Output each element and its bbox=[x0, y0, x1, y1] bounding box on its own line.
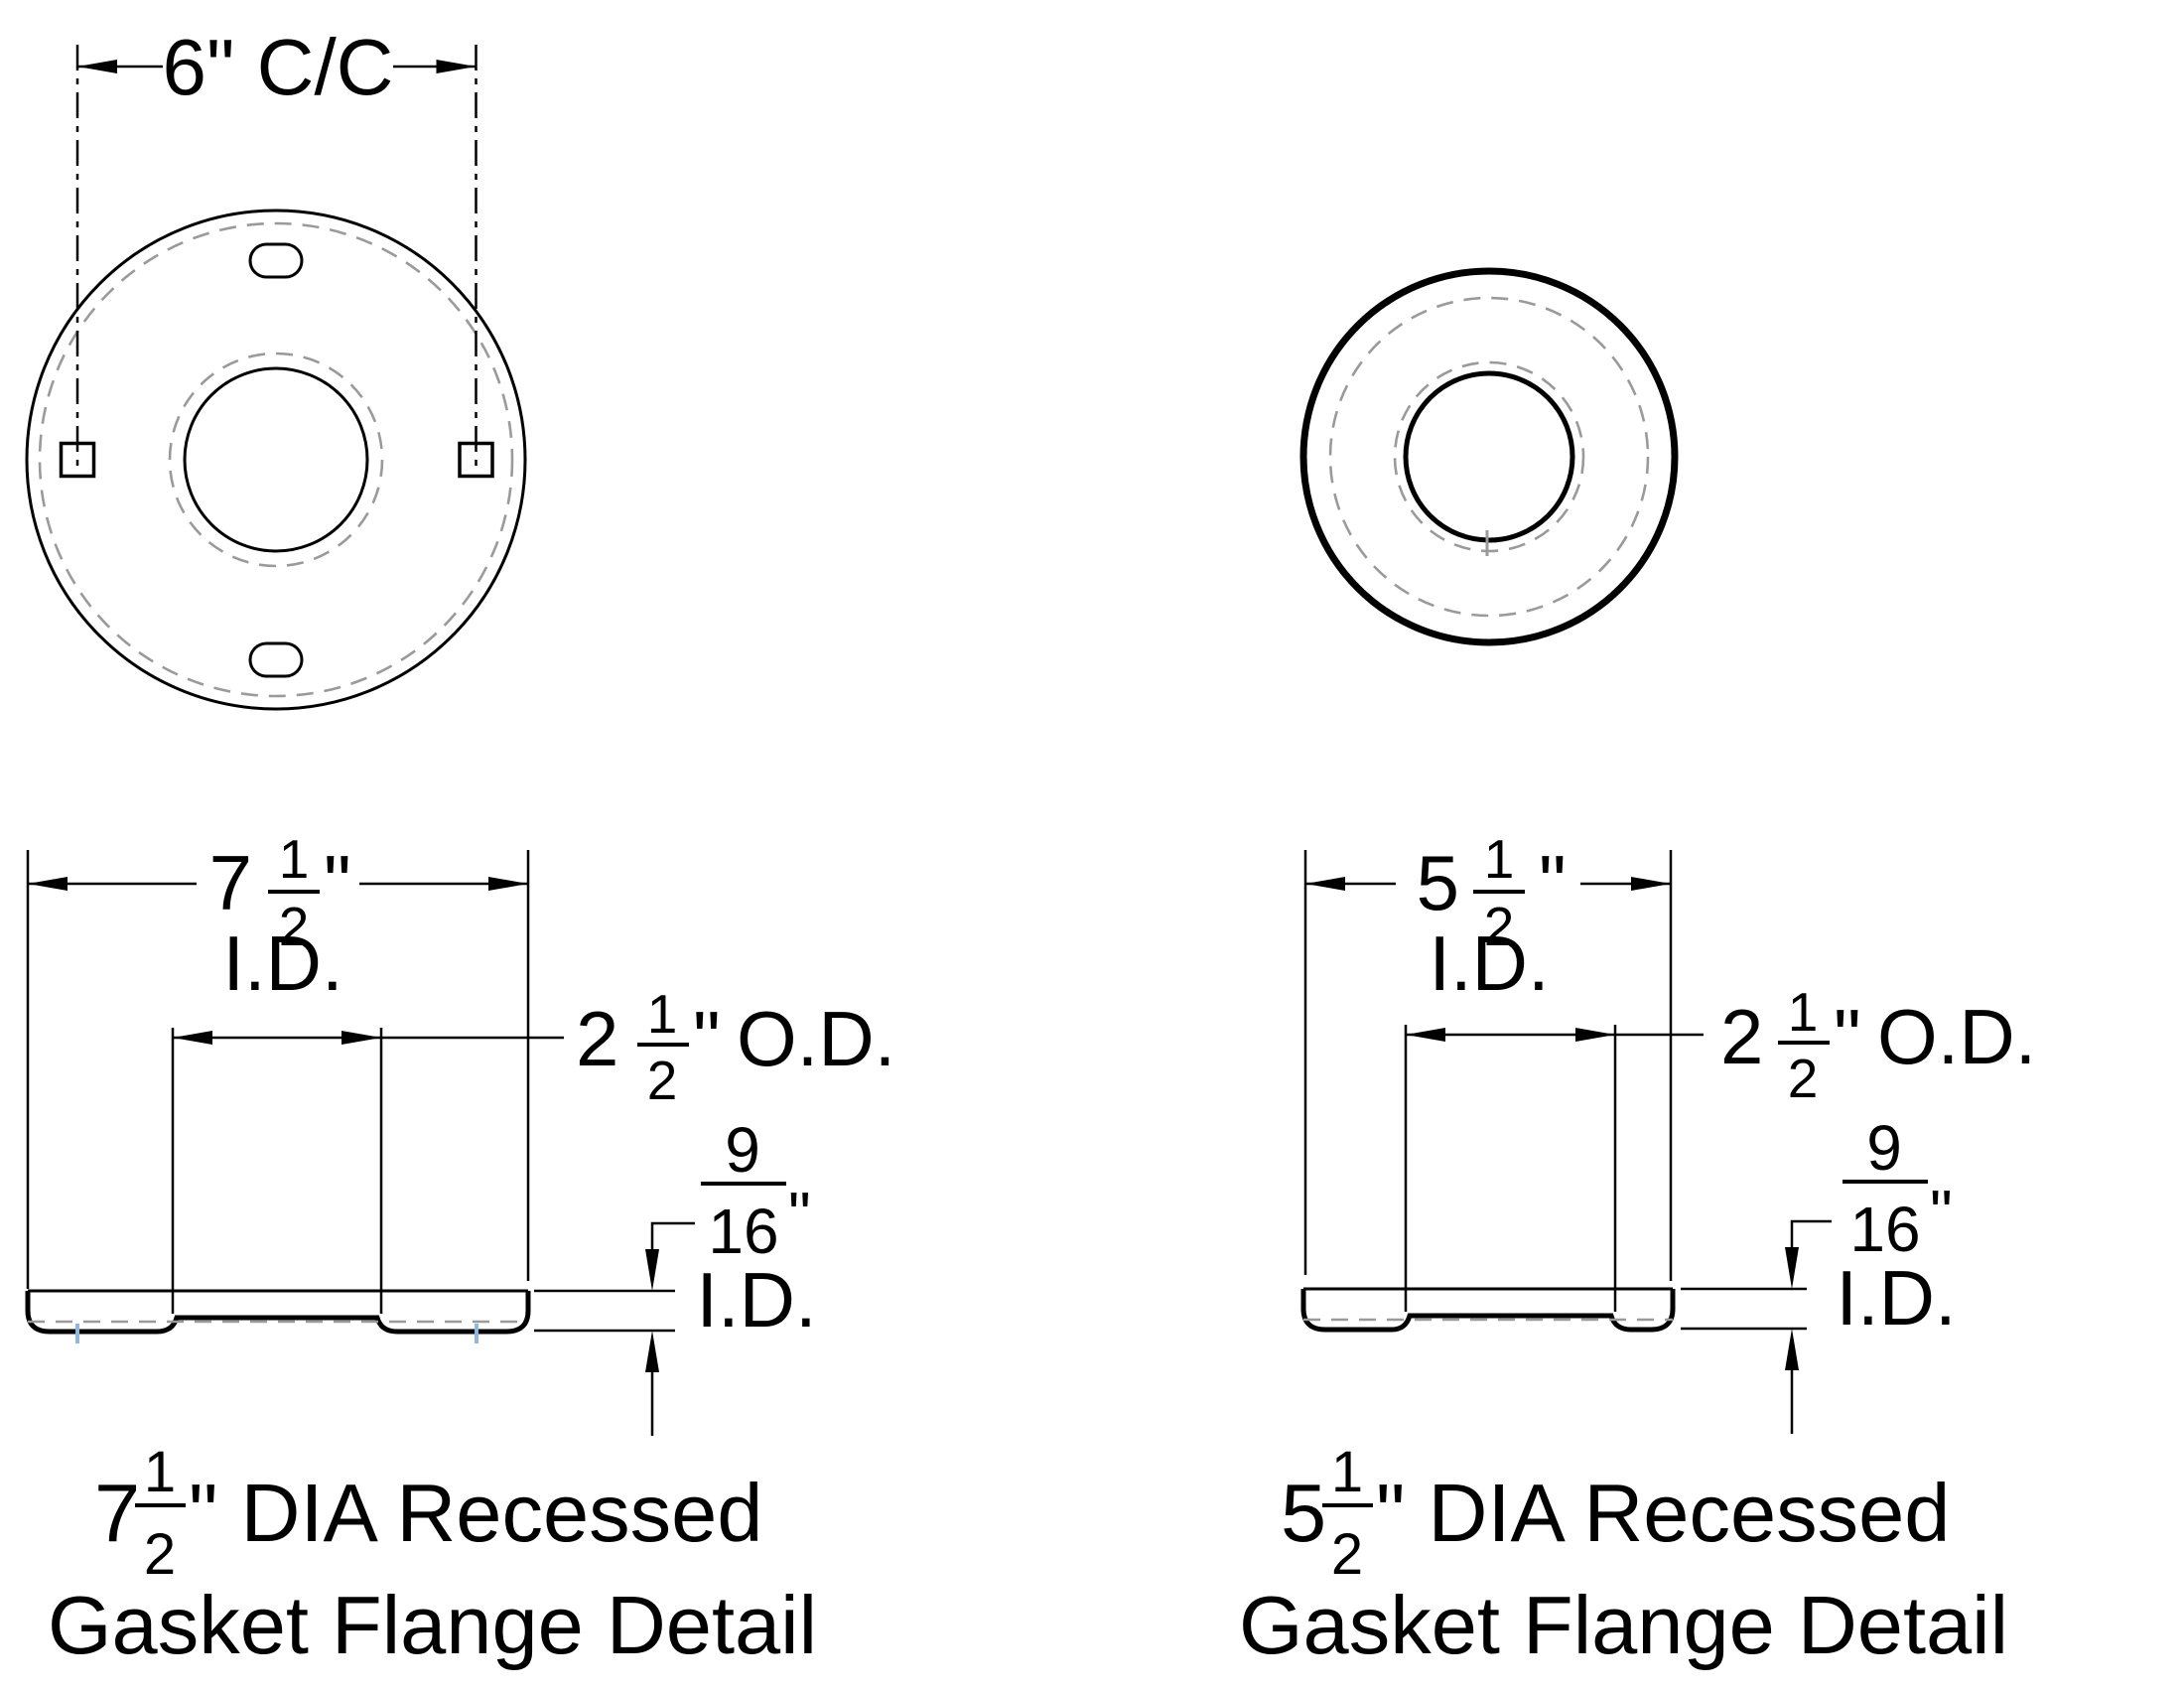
right-hole-dashed-circle bbox=[1393, 360, 1585, 553]
left-outer-circle bbox=[25, 209, 527, 711]
id-unit: " bbox=[324, 839, 351, 926]
left-slot-bottom bbox=[248, 641, 304, 678]
left-bar-bottom-profile bbox=[25, 1291, 531, 1335]
id-label: I.D. bbox=[222, 919, 342, 1007]
depth-frac-num: 9 bbox=[1866, 1112, 1902, 1184]
right-figure: 5 1 2 " I.D. 2 1 2 " O.D. bbox=[1239, 267, 2036, 1671]
right-caption-line1: " DIA Recessed bbox=[1376, 1467, 1950, 1559]
right-caption: 5 1 2 " DIA Recessed Gasket Flange Detai… bbox=[1239, 1440, 2008, 1671]
right-top-view bbox=[1299, 267, 1679, 646]
id-frac-den: 2 bbox=[279, 896, 310, 957]
id-label: I.D. bbox=[1429, 919, 1549, 1007]
depth-arrow-down bbox=[645, 1249, 659, 1291]
left-caption: 7 1 2 " DIA Recessed Gasket Flange Detai… bbox=[48, 1440, 817, 1671]
od-arrow-left bbox=[173, 1031, 212, 1045]
left-caption-frac-num: 1 bbox=[144, 1440, 176, 1504]
left-caption-line2: Gasket Flange Detail bbox=[48, 1579, 817, 1671]
od-arrow-left bbox=[1406, 1028, 1445, 1042]
od-frac-den: 2 bbox=[1788, 1048, 1819, 1109]
od-whole: 2 bbox=[576, 995, 618, 1082]
id-arrow-right bbox=[488, 877, 528, 891]
left-slot-top bbox=[248, 242, 304, 279]
od-label: O.D. bbox=[1877, 993, 2036, 1080]
left-figure: 6" C/C 7 1 2 " I.D. 2 1 2 bbox=[25, 23, 895, 1671]
id-unit: " bbox=[1539, 839, 1567, 926]
id-arrow-left bbox=[28, 877, 68, 891]
left-hole-dashed-circle bbox=[168, 352, 384, 568]
depth-unit: " bbox=[788, 1179, 811, 1250]
right-caption-frac-num: 1 bbox=[1331, 1440, 1363, 1504]
od-frac-num: 1 bbox=[647, 983, 678, 1045]
id-frac-num: 1 bbox=[1484, 828, 1515, 890]
cc-arrow-left bbox=[77, 60, 117, 73]
id-whole: 5 bbox=[1417, 839, 1459, 926]
od-frac-den: 2 bbox=[647, 1050, 678, 1111]
cc-dimension-label: 6" C/C bbox=[163, 23, 394, 111]
od-unit: " bbox=[693, 995, 721, 1082]
right-caption-whole: 5 bbox=[1281, 1467, 1326, 1559]
left-caption-line1: " DIA Recessed bbox=[189, 1467, 762, 1559]
id-arrow-left bbox=[1305, 877, 1345, 891]
right-od-dimension: 2 1 2 " O.D. bbox=[1404, 981, 2036, 1312]
depth-label: I.D. bbox=[696, 1256, 816, 1343]
od-arrow-right bbox=[1575, 1028, 1615, 1042]
id-frac-den: 2 bbox=[1484, 896, 1515, 957]
left-gasket-dashed-circle bbox=[38, 221, 514, 698]
depth-arrow-up bbox=[645, 1331, 659, 1372]
right-gasket-dashed-circle bbox=[1328, 296, 1650, 618]
left-top-view bbox=[25, 45, 527, 711]
right-id-dimension: 5 1 2 " I.D. bbox=[1303, 828, 1673, 1281]
id-frac-num: 1 bbox=[279, 828, 310, 890]
od-whole: 2 bbox=[1720, 993, 1763, 1080]
od-label: O.D. bbox=[737, 995, 895, 1082]
left-section-view bbox=[25, 1289, 531, 1343]
right-outer-circle bbox=[1299, 267, 1679, 646]
left-od-dimension: 2 1 2 " O.D. bbox=[171, 983, 895, 1314]
depth-arrow-down bbox=[1785, 1247, 1799, 1289]
depth-frac-den: 16 bbox=[1849, 1194, 1920, 1265]
left-caption-frac-den: 2 bbox=[144, 1522, 176, 1587]
right-caption-frac-den: 2 bbox=[1331, 1522, 1363, 1587]
od-frac-num: 1 bbox=[1788, 981, 1819, 1043]
od-arrow-right bbox=[341, 1031, 381, 1045]
depth-arrow-up bbox=[1785, 1329, 1799, 1370]
right-section-view bbox=[1300, 1287, 1676, 1333]
depth-label: I.D. bbox=[1836, 1254, 1956, 1341]
right-depth-dimension: 9 16 " I.D. bbox=[1681, 1112, 1957, 1434]
right-caption-line2: Gasket Flange Detail bbox=[1239, 1579, 2008, 1671]
left-depth-dimension: 9 16 " I.D. bbox=[534, 1114, 817, 1436]
right-bar-bottom-profile bbox=[1300, 1289, 1676, 1333]
depth-unit: " bbox=[1930, 1177, 1953, 1248]
left-caption-whole: 7 bbox=[94, 1467, 140, 1559]
cc-arrow-right bbox=[436, 60, 477, 73]
id-arrow-right bbox=[1631, 877, 1671, 891]
right-center-hole bbox=[1403, 370, 1575, 543]
depth-frac-num: 9 bbox=[725, 1114, 760, 1186]
left-cc-dimension: 6" C/C bbox=[77, 23, 477, 111]
left-id-dimension: 7 1 2 " I.D. bbox=[26, 828, 530, 1289]
left-center-hole bbox=[183, 366, 369, 553]
depth-frac-den: 16 bbox=[708, 1196, 778, 1267]
od-unit: " bbox=[1834, 993, 1861, 1080]
id-whole: 7 bbox=[209, 839, 252, 926]
